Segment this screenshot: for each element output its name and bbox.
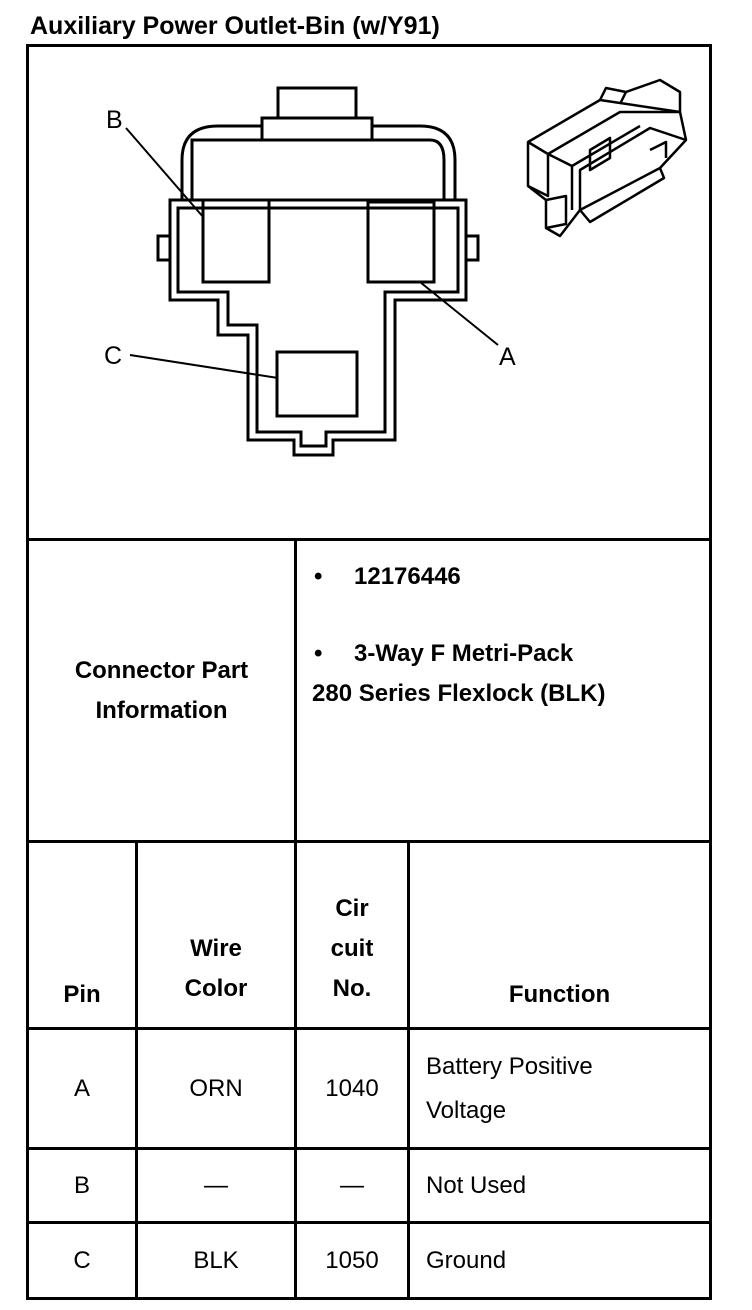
- row-a-circuit: 1040: [325, 1074, 379, 1102]
- part-description-bullet: •3-Way F Metri-Pack: [314, 640, 574, 667]
- divider-col-pin: [135, 840, 138, 1300]
- divider-row-a: [26, 1147, 712, 1150]
- page-title: Auxiliary Power Outlet-Bin (w/Y91): [30, 12, 440, 40]
- divider-row-b: [26, 1221, 712, 1224]
- row-c-wire-color: BLK: [193, 1246, 239, 1274]
- part-description-continuation: 280 Series Flexlock (BLK): [312, 680, 606, 707]
- cavity-a: [366, 200, 436, 284]
- row-a-wire-color: ORN: [189, 1074, 243, 1102]
- header-circuit-number: Cir cuit No.: [330, 895, 374, 1002]
- row-a-function: Battery Positive Voltage: [426, 1052, 593, 1124]
- cavity-c: [275, 350, 359, 418]
- label-b: B: [106, 106, 123, 134]
- divider-col-wire: [294, 840, 297, 1300]
- divider-part-info-vertical: [294, 538, 297, 843]
- row-c-pin: C: [73, 1246, 91, 1274]
- divider-diagram: [26, 538, 712, 541]
- row-b-pin: B: [73, 1171, 90, 1199]
- header-pin: Pin: [63, 981, 101, 1008]
- part-info-label: Connector Part Information: [74, 656, 249, 724]
- leader-c: [129, 354, 279, 379]
- row-b-circuit: —: [340, 1171, 364, 1199]
- divider-header: [26, 1027, 712, 1030]
- row-c-function: Ground: [426, 1246, 507, 1274]
- cavity-b: [201, 198, 271, 284]
- label-a: A: [499, 343, 516, 371]
- connector-frame: [26, 44, 712, 1300]
- part-number: 12176446: [354, 563, 461, 590]
- divider-part-info: [26, 840, 712, 843]
- connector-isometric-view: [526, 78, 688, 238]
- label-c: C: [104, 342, 122, 370]
- connector-face-diagram: B A C: [104, 78, 688, 457]
- header-function: Function: [508, 981, 611, 1008]
- header-wire-color: Wire Color: [184, 935, 248, 1002]
- row-b-function: Not Used: [426, 1171, 527, 1199]
- row-c-circuit: 1050: [325, 1246, 379, 1274]
- divider-col-circuit: [407, 840, 410, 1300]
- outer-housing: [180, 124, 457, 200]
- part-description: 3-Way F Metri-Pack: [354, 640, 574, 667]
- row-b-wire-color: —: [204, 1171, 228, 1199]
- top-latch: [276, 86, 358, 120]
- leader-a: [419, 281, 499, 346]
- leader-b: [125, 127, 205, 219]
- row-a-pin: A: [73, 1074, 90, 1102]
- part-number-bullet: •12176446: [314, 563, 461, 590]
